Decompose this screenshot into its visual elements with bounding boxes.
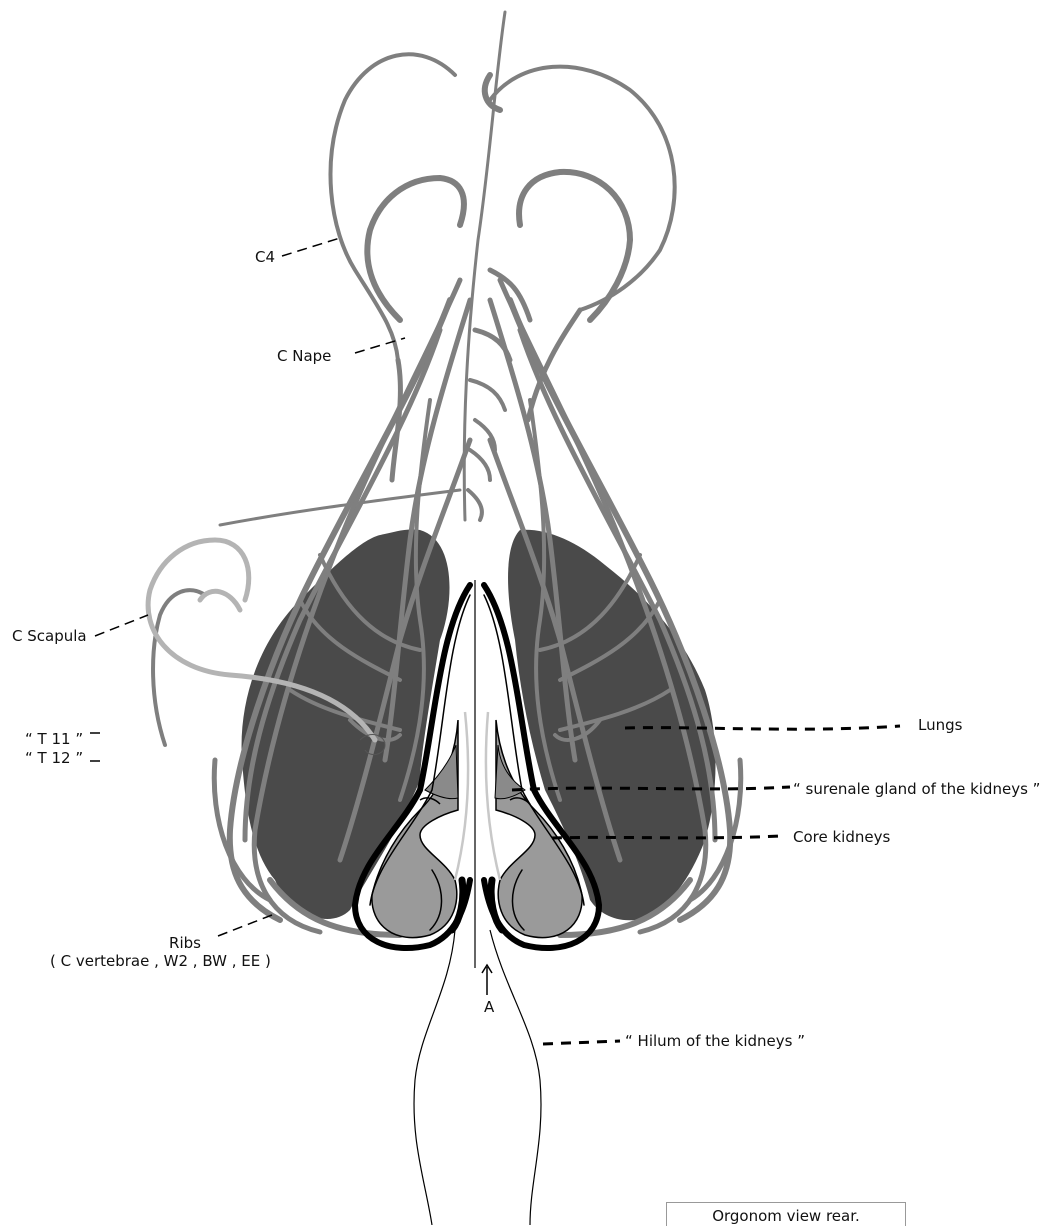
label-c-scapula: C Scapula [12,627,87,645]
label-t12: “ T 12 ” [25,749,83,767]
label-ribs: Ribs [150,934,220,952]
label-t11: “ T 11 ” [25,730,83,748]
label-surenale-gland: “ surenale gland of the kidneys ” [793,780,1040,798]
caption-box: Orgonom view rear. [666,1202,906,1226]
label-hilum: “ Hilum of the kidneys ” [625,1032,805,1050]
label-arrow-a: A [484,998,494,1016]
label-c-nape: C Nape [277,347,331,365]
label-c4: C4 [255,248,275,266]
inner-strands [455,712,500,880]
arrow-a [482,965,492,995]
label-core-kidneys: Core kidneys [793,828,890,846]
label-ribs-sub: ( C vertebrae , W2 , BW , EE ) [50,952,271,970]
label-lungs: Lungs [918,716,962,734]
